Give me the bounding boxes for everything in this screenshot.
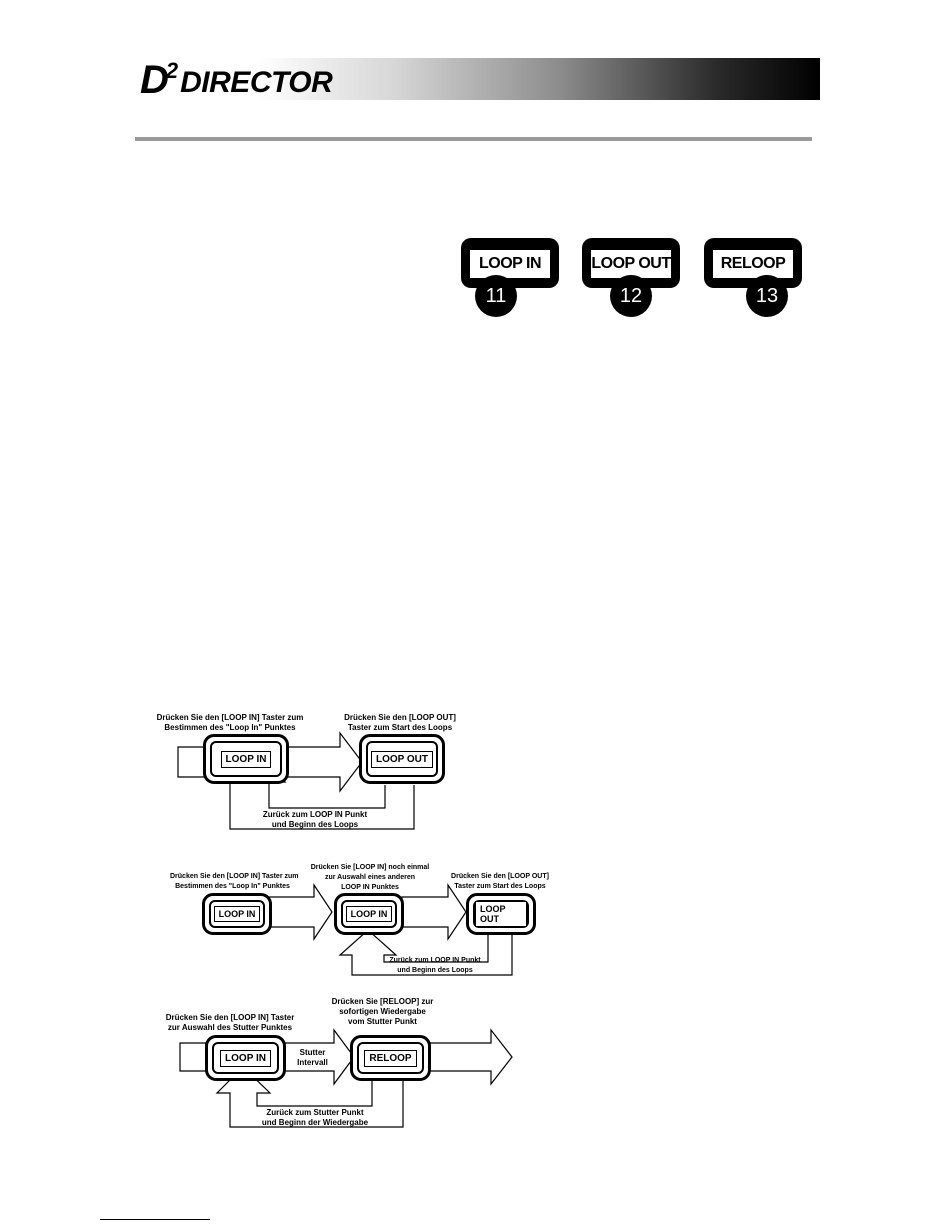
pad-label: LOOP IN [213, 906, 261, 922]
button-number-badge: 12 [610, 275, 652, 317]
pad-loop-out: LOOP OUT [466, 893, 536, 935]
pad-label: LOOP IN [345, 906, 393, 922]
pad-reloop: RELOOP [350, 1035, 431, 1081]
logo-name: DIRECTOR [180, 66, 333, 99]
pad-loop-in: LOOP IN [202, 893, 272, 935]
caption-loop-out: Drücken Sie den [LOOP OUT]Taster zum Sta… [344, 713, 456, 732]
pad-label: RELOOP [364, 1049, 417, 1067]
pad-label: LOOP OUT [475, 901, 527, 927]
header-banner [135, 58, 820, 100]
reloop-button-illustration: RELOOP 13 [704, 238, 802, 318]
loop-out-button-illustration: LOOP OUT 12 [582, 238, 680, 318]
button-label: RELOOP [713, 250, 793, 278]
footnote-rule [100, 1219, 210, 1220]
button-label: LOOP IN [470, 250, 550, 278]
pad-loop-in: LOOP IN [203, 734, 289, 784]
brand-logo: D 2 DIRECTOR [140, 58, 333, 102]
loop-in-button-illustration: LOOP IN 11 [461, 238, 559, 318]
pad-label: LOOP IN [220, 750, 272, 768]
button-number-badge: 11 [475, 275, 517, 317]
button-number-badge: 13 [746, 275, 788, 317]
pad-label: LOOP OUT [370, 750, 434, 768]
caption-loop-out: Drücken Sie den [LOOP OUT]Taster zum Sta… [451, 873, 549, 890]
logo-letter: D [140, 58, 169, 102]
pad-label: LOOP IN [220, 1049, 271, 1067]
pad-loop-in-again: LOOP IN [334, 893, 404, 935]
header-divider [135, 137, 812, 141]
pad-loop-in: LOOP IN [205, 1035, 286, 1081]
logo-superscript: 2 [165, 58, 179, 83]
pad-loop-out: LOOP OUT [359, 734, 445, 784]
button-label: LOOP OUT [591, 250, 671, 278]
